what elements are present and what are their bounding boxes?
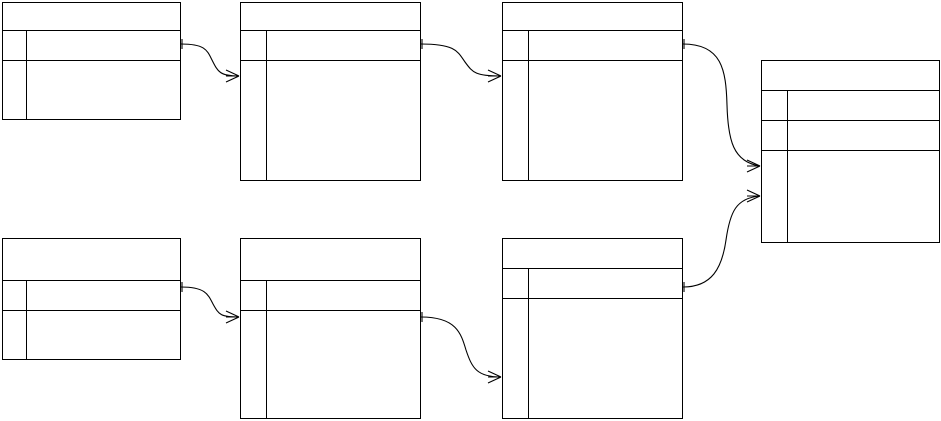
entity-table-dim_product[interactable]: [502, 238, 683, 419]
relationship-rel-productcategory-subcategory[interactable]: [180, 282, 240, 324]
table-border: [761, 60, 940, 243]
relationship-rel-stateprovince-address[interactable]: [420, 39, 502, 83]
entity-table-dim_product_category[interactable]: [2, 238, 181, 360]
entity-table-dim_stateprovince[interactable]: [240, 2, 421, 181]
table-border: [240, 238, 421, 419]
relationship-rel-subcategory-product[interactable]: [420, 312, 502, 384]
cardinality-many-marker: [225, 310, 240, 324]
cardinality-many-marker: [746, 189, 761, 203]
relationship-line[interactable]: [682, 43, 761, 167]
entity-table-dim_address[interactable]: [502, 2, 683, 181]
cardinality-many-marker: [225, 69, 240, 83]
table-border: [502, 2, 683, 181]
relationship-line[interactable]: [180, 286, 240, 318]
entity-table-dim_countryregion[interactable]: [2, 2, 181, 120]
relationship-line[interactable]: [180, 43, 240, 77]
relationship-line[interactable]: [420, 43, 502, 77]
relationship-rel-countryregion-stateprovince[interactable]: [180, 39, 240, 83]
relationships-layer: [180, 39, 761, 384]
entity-table-dim_product_subcategory[interactable]: [240, 238, 421, 419]
table-border: [2, 238, 181, 360]
cardinality-many-marker: [487, 69, 502, 83]
cardinality-many-marker: [487, 370, 502, 384]
cardinality-many-marker: [746, 159, 761, 173]
relationship-line[interactable]: [682, 195, 761, 288]
table-border: [502, 238, 683, 419]
entity-table-fct_sales[interactable]: [761, 60, 940, 243]
table-border: [240, 2, 421, 181]
relationship-line[interactable]: [420, 316, 502, 378]
relationship-rel-product-sales[interactable]: [682, 189, 761, 292]
relationship-rel-address-sales[interactable]: [682, 39, 761, 173]
